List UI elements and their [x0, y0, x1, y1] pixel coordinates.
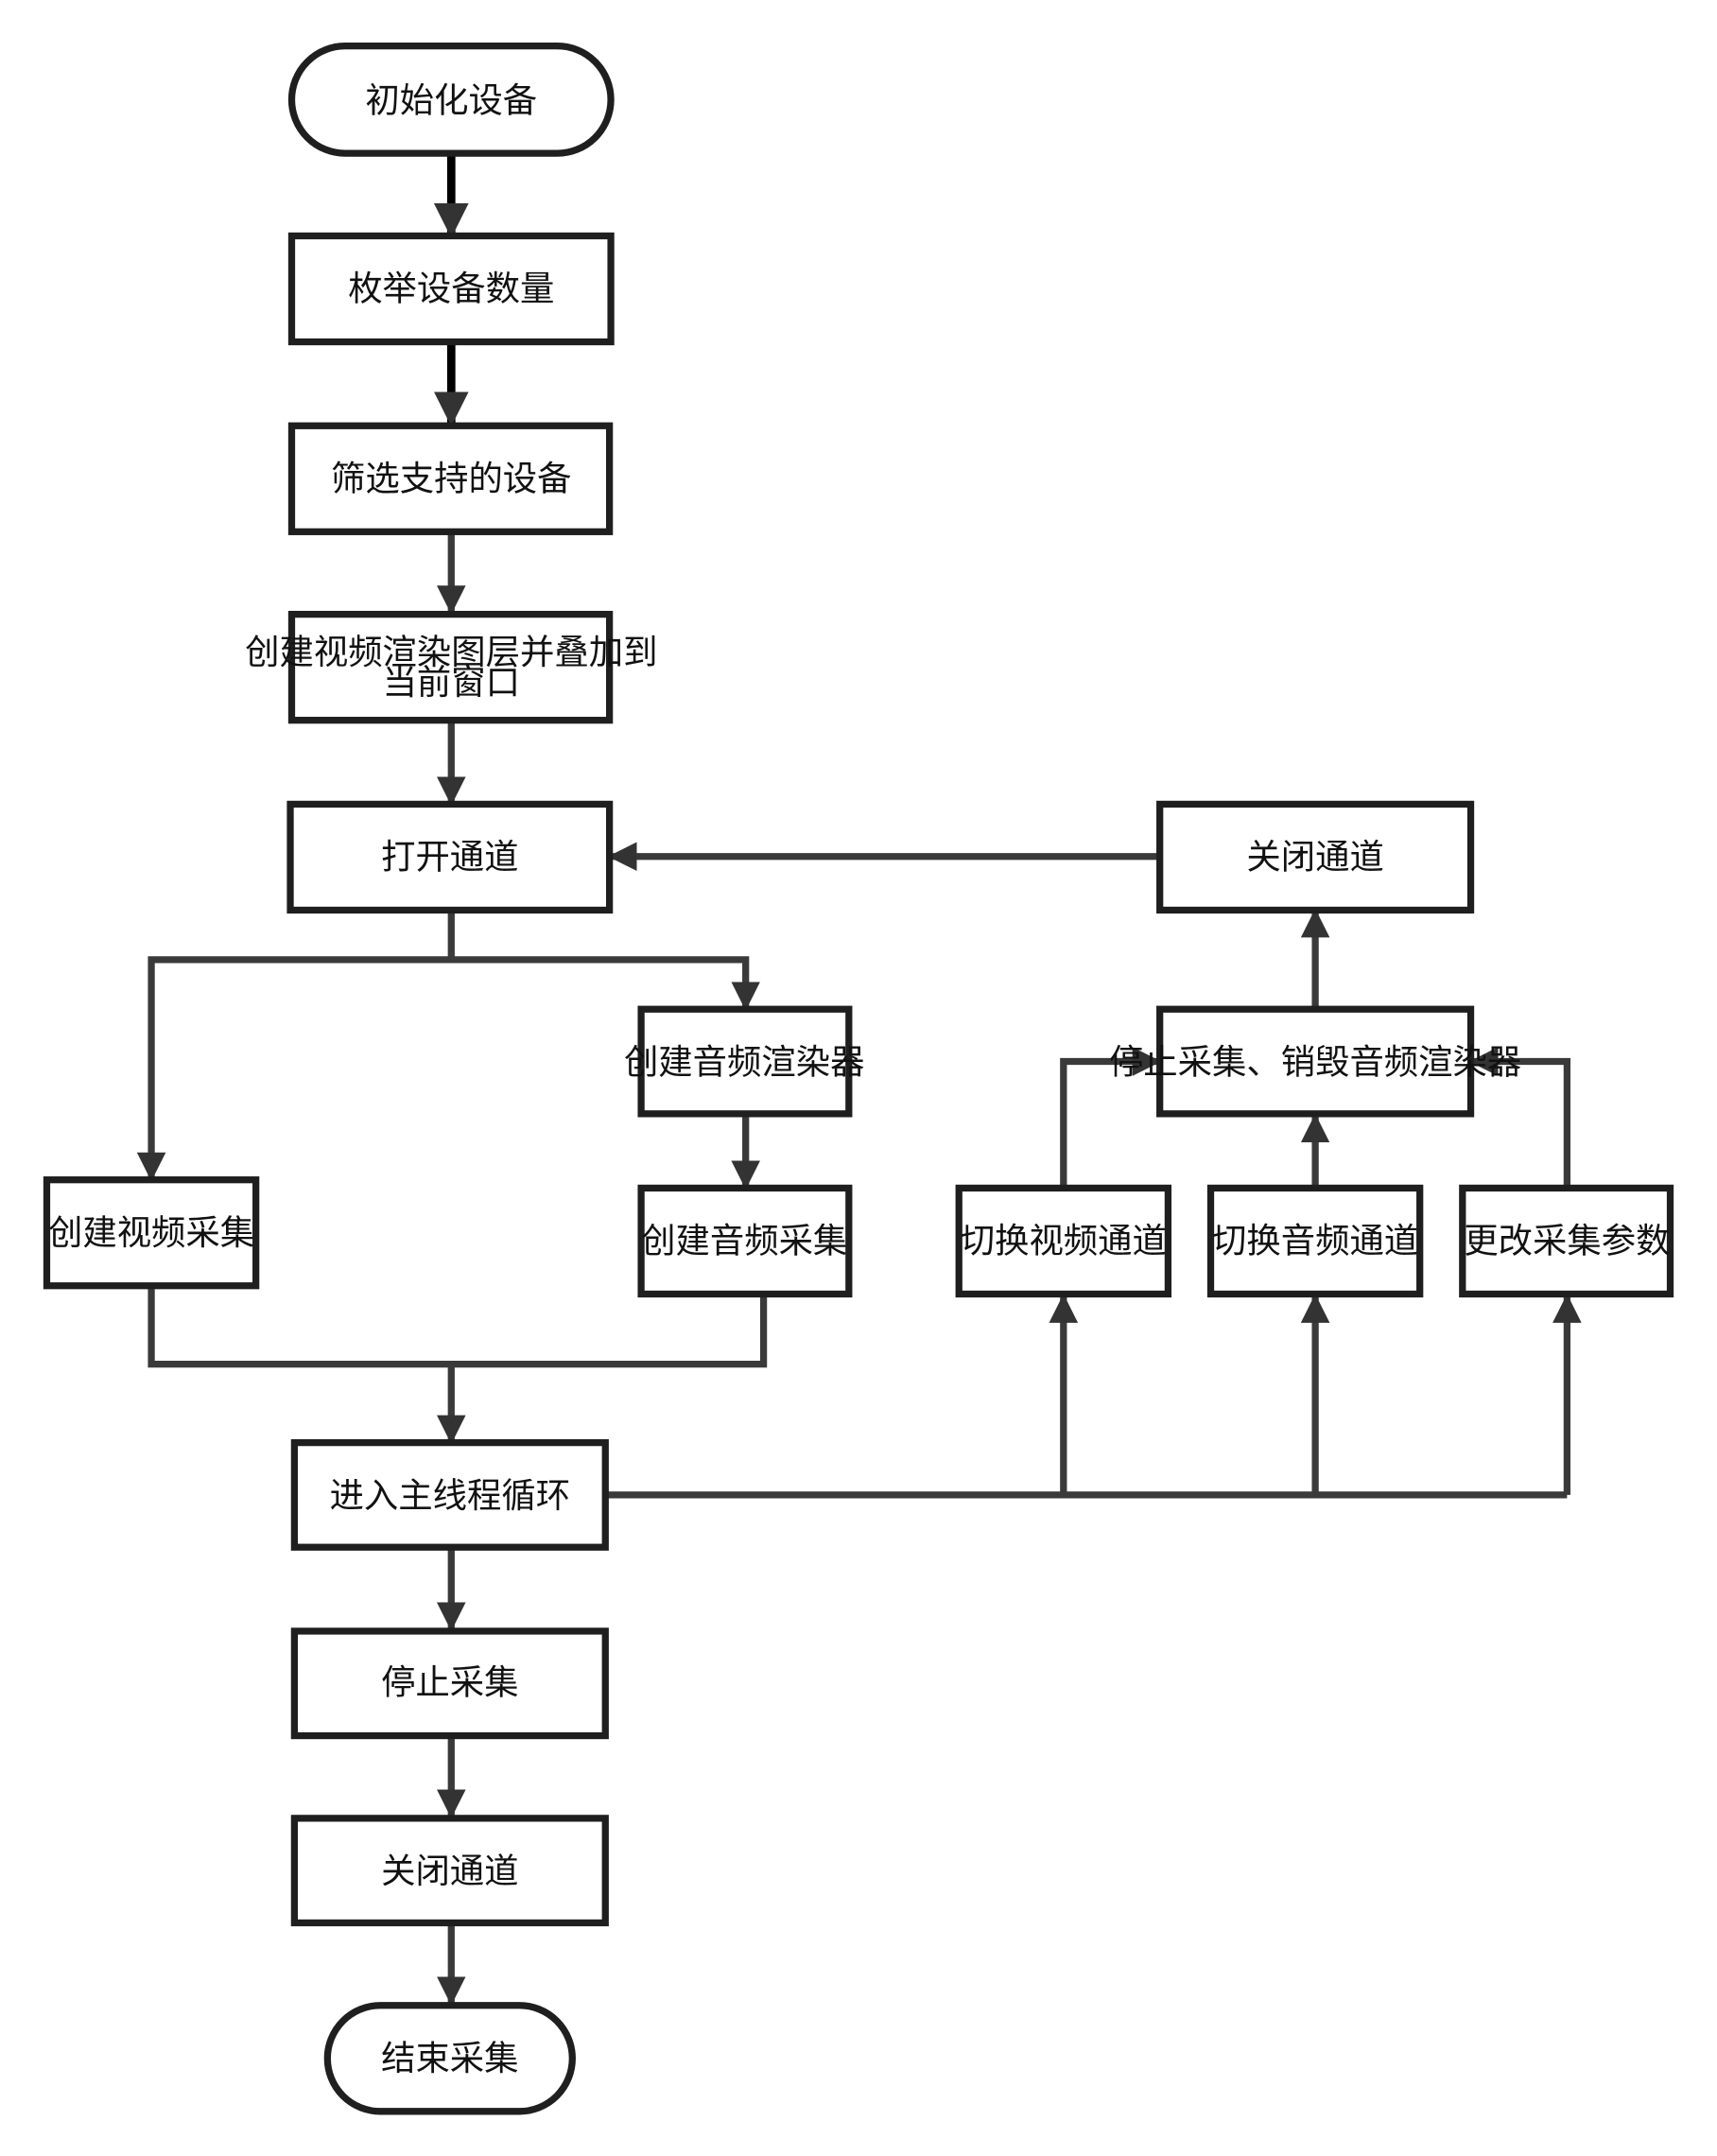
node-change-capture-params: 更改采集参数 — [1459, 1184, 1674, 1298]
node-open-channel: 打开通道 — [286, 800, 614, 914]
edge-video-capture-merge — [147, 1287, 768, 1368]
node-close-channel-right-label: 关闭通道 — [1246, 837, 1383, 878]
node-change-capture-params-label: 更改采集参数 — [1464, 1221, 1670, 1261]
node-create-audio-renderer-label: 创建音频渲染器 — [624, 1041, 865, 1082]
node-create-video-layer-label-line1: 创建视频渲染图层并叠加到 — [245, 632, 657, 672]
node-init-device: 初始化设备 — [287, 43, 615, 157]
edge-switch-video-to-stop-destroy — [1060, 1047, 1162, 1187]
node-stop-capture-destroy-renderer: 停止采集、销毁音频渲染器 — [1109, 1005, 1521, 1118]
node-open-channel-label: 打开通道 — [381, 837, 518, 878]
node-switch-video-channel: 切换视频通道 — [955, 1184, 1172, 1298]
edges — [136, 154, 1582, 2006]
node-switch-video-channel-label: 切换视频通道 — [961, 1221, 1167, 1261]
node-create-video-layer: 创建视频渲染图层并叠加到 当前窗口 — [245, 610, 657, 724]
node-create-video-capture: 创建视频采集 — [43, 1176, 260, 1290]
edge-open-to-audio-renderer — [451, 956, 760, 1011]
node-create-audio-renderer: 创建音频渲染器 — [624, 1005, 865, 1118]
node-create-audio-capture-label: 创建音频采集 — [641, 1221, 847, 1261]
node-init-device-label: 初始化设备 — [365, 79, 537, 120]
node-create-video-capture-label: 创建视频采集 — [48, 1212, 254, 1253]
edge-change-params-to-stop-destroy — [1468, 1047, 1571, 1187]
node-end-capture: 结束采集 — [323, 2002, 576, 2115]
node-switch-audio-channel: 切换音频通道 — [1206, 1184, 1424, 1298]
node-stop-capture: 停止采集 — [290, 1627, 609, 1740]
node-end-capture-label: 结束采集 — [381, 2038, 518, 2078]
node-create-video-layer-label-line2: 当前窗口 — [383, 662, 520, 703]
node-enter-main-loop-label: 进入主线程循环 — [330, 1475, 571, 1516]
node-switch-audio-channel-label: 切换音频通道 — [1212, 1221, 1418, 1261]
node-enumerate-devices-label: 枚举设备数量 — [348, 269, 554, 309]
node-enumerate-devices: 枚举设备数量 — [287, 232, 615, 346]
node-stop-capture-label: 停止采集 — [381, 1662, 518, 1703]
node-close-channel-right: 关闭通道 — [1156, 800, 1475, 914]
node-close-channel-bottom: 关闭通道 — [290, 1815, 609, 1927]
node-stop-capture-destroy-renderer-label: 停止采集、销毁音频渲染器 — [1109, 1041, 1521, 1082]
edge-open-to-video-capture — [136, 910, 455, 1182]
node-filter-devices: 筛选支持的设备 — [287, 422, 614, 535]
node-enter-main-loop: 进入主线程循环 — [290, 1438, 609, 1551]
node-filter-devices-label: 筛选支持的设备 — [331, 458, 572, 498]
node-create-audio-capture: 创建音频采集 — [637, 1184, 853, 1298]
node-close-channel-bottom-label: 关闭通道 — [381, 1851, 518, 1891]
